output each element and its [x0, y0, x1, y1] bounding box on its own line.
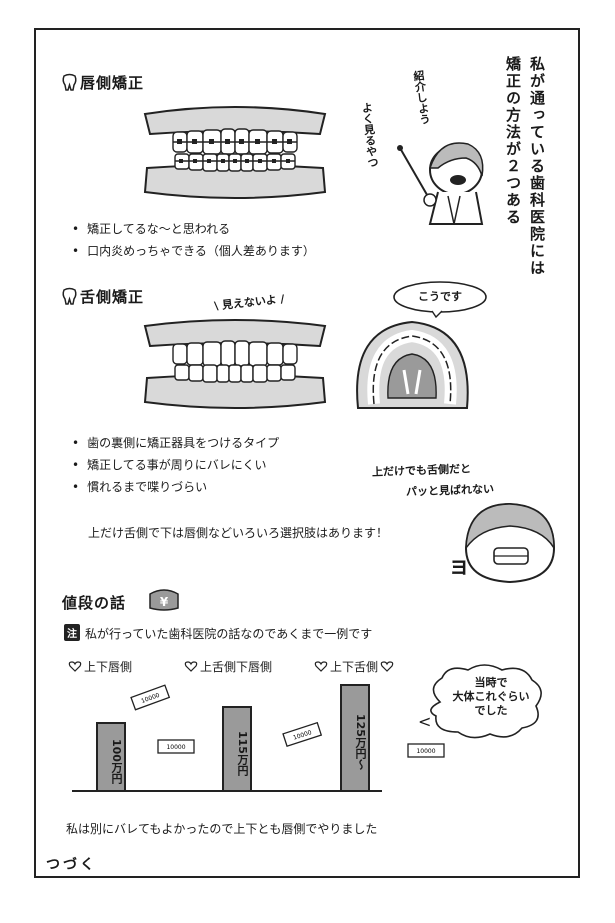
- intro-line-1: 私が通っている歯科医院には: [528, 56, 546, 277]
- tooth-icon: [62, 73, 77, 91]
- flying-bill: 10000: [407, 743, 445, 758]
- price-pillar-mixed: 115万円: [222, 706, 252, 792]
- section-heading-lingual: 舌側矯正: [62, 286, 144, 307]
- intro-line-2: 矯正の方法が２つある: [504, 56, 522, 226]
- lingual-bullet-list: 歯の裏側に矯正器具をつけるタイプ 矯正してる事が周りにバレにくい 慣れるまで喋り…: [72, 432, 279, 498]
- section-heading-price: 値段の話: [62, 592, 126, 613]
- price-pillar-lingual: 125万円〜: [340, 684, 370, 792]
- cloud-line-3: でした: [474, 704, 508, 717]
- wallet-yen-symbol: ¥: [160, 595, 169, 609]
- palate-arch-illustration: [356, 320, 469, 409]
- cloud-line-1: 当時で: [474, 676, 508, 689]
- price-notice: 注私が行っていた歯科医院の話なのであくまで一例です: [64, 624, 372, 642]
- thought-cloud: [430, 664, 542, 739]
- lingual-bullet-1: 歯の裏側に矯正器具をつけるタイプ: [72, 432, 279, 454]
- invisible-caption-text: 見えないよ: [221, 293, 278, 312]
- price-label-mixed: 上舌側下唇側: [182, 658, 272, 675]
- labial-bullet-2: 口内炎めっちゃできる（個人差あります）: [72, 240, 315, 262]
- price-label-labial-text: 上下唇側: [84, 660, 133, 674]
- price-label-lingual-text: 上下舌側: [330, 660, 379, 674]
- price-notice-text: 私が行っていた歯科医院の話なのであくまで一例です: [85, 627, 373, 641]
- bill-value: 10000: [166, 744, 185, 751]
- lingual-bullet-2: 矯正してる事が周りにバレにくい: [72, 454, 279, 476]
- lingual-options-note: 上だけ舌側で下は唇側などいろいろ選択肢はあります！: [88, 526, 389, 540]
- presenter-character: [397, 142, 484, 225]
- heart-icon: [380, 661, 394, 672]
- to-be-continued: つづく: [46, 857, 97, 873]
- heart-icon: [184, 661, 198, 672]
- section-heading-labial-text: 唇側矯正: [80, 74, 145, 92]
- cloud-pointer: <: [418, 712, 432, 731]
- smiling-character: [464, 502, 556, 584]
- thought-cloud-text: 当時で 大体これぐらい でした: [446, 676, 536, 718]
- section-heading-price-text: 値段の話: [62, 594, 127, 612]
- tooth-icon: [62, 287, 77, 305]
- wallet-icon: ¥: [149, 589, 179, 611]
- speech-bubble: [393, 281, 487, 319]
- heart-icon: [314, 661, 328, 672]
- flying-bill: 10000: [157, 739, 195, 754]
- lingual-front-teeth-illustration: [143, 319, 327, 409]
- heart-icon: [68, 661, 82, 672]
- aside-line-2: パッと見ばれない: [405, 482, 495, 499]
- flying-bill: 10000: [282, 721, 323, 748]
- price-pillar-labial: 100万円: [96, 722, 126, 792]
- cloud-line-2: 大体これぐらい: [452, 690, 530, 703]
- labial-braces-teeth-illustration: [143, 106, 327, 199]
- section-heading-labial: 唇側矯正: [62, 72, 144, 93]
- notice-badge: 注: [64, 624, 80, 641]
- price-label-labial: 上下唇側: [66, 658, 132, 675]
- labial-bullet-1: 矯正してるな〜と思われる: [72, 218, 315, 240]
- speech-bubble-text: こうです: [418, 290, 462, 303]
- lingual-bullet-3: 慣れるまで喋りづらい: [72, 476, 279, 498]
- bill-value: 10000: [416, 748, 435, 755]
- section-heading-lingual-text: 舌側矯正: [80, 288, 145, 306]
- price-label-lingual: 上下舌側: [312, 658, 396, 675]
- conclusion-text: 私は別にバレてもよかったので上下とも唇側でやりました: [66, 822, 378, 836]
- labial-bullet-list: 矯正してるな〜と思われる 口内炎めっちゃできる（個人差あります）: [72, 218, 315, 262]
- ground-line: [72, 790, 382, 792]
- sfx-text: ョ: [448, 554, 471, 579]
- invisible-caption: \ 見えないよ /: [213, 292, 286, 313]
- flying-bill: 10000: [130, 684, 171, 711]
- price-label-mixed-text: 上舌側下唇側: [200, 660, 273, 674]
